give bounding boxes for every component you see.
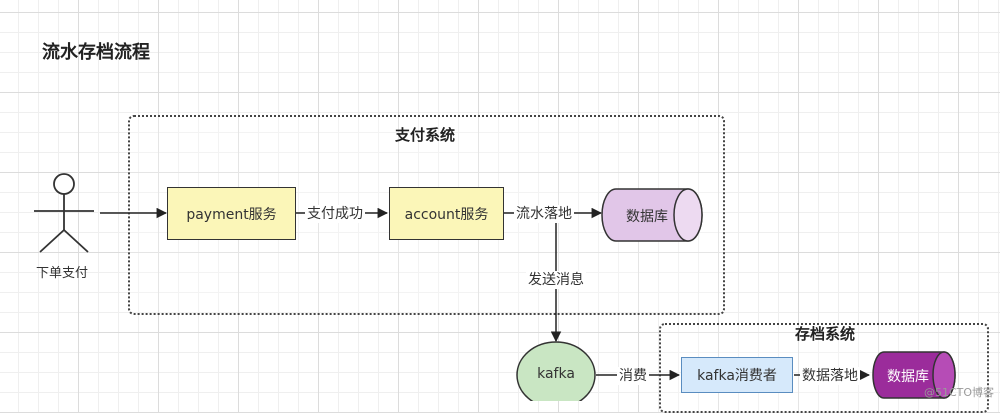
kafka-label: kafka [537,366,575,382]
kafka-consumer-node: kafka消费者 [681,357,793,393]
database-1-shape [601,188,703,242]
edge-label-consume: 消费 [617,367,649,385]
database-1-label: 数据库 [626,209,668,225]
account-service-node: account服务 [389,187,504,240]
payment-service-label: payment服务 [186,206,277,223]
watermark: @51CTO博客 [924,386,995,399]
archive-system-label: 存档系统 [794,325,855,343]
kafka-node-shape [516,341,596,401]
edge-label-flow-landing: 流水落地 [514,205,574,223]
edge-label-data-landing: 数据落地 [800,367,860,385]
account-service-label: account服务 [404,206,489,223]
database-2-shape [872,351,956,399]
payment-system-label: 支付系统 [394,126,455,144]
kafka-consumer-label: kafka消费者 [697,368,777,384]
database-2-label: 数据库 [887,369,929,385]
page-title: 流水存档流程 [42,42,150,63]
actor-label: 下单支付 [36,266,89,281]
payment-service-node: payment服务 [167,187,296,240]
edge-label-send-message: 发送消息 [526,271,586,289]
actor-figure [34,173,94,253]
edge-label-pay-success: 支付成功 [305,205,365,223]
